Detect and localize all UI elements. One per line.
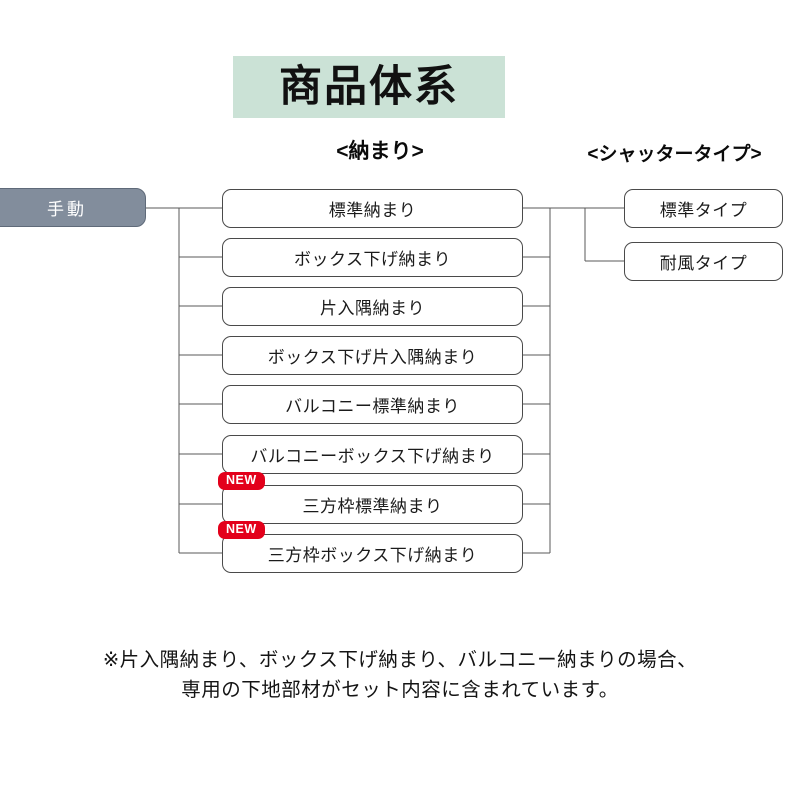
node-osamari-label: バルコニー標準納まり [285, 397, 460, 416]
node-shutter-1[interactable]: 標準タイプ [624, 189, 783, 228]
node-osamari-5[interactable]: バルコニー標準納まり [222, 385, 523, 424]
page-title: 商品体系 [279, 62, 459, 111]
node-osamari-4[interactable]: ボックス下げ片入隅納まり [222, 336, 523, 375]
node-osamari-8[interactable]: 三方枠ボックス下げ納まり [222, 534, 523, 573]
node-osamari-label: ボックス下げ片入隅納まり [267, 348, 478, 367]
node-root-manual[interactable]: 手動 [0, 188, 146, 227]
node-osamari-label: ボックス下げ納まり [294, 250, 451, 269]
footnote: ※片入隅納まり、ボックス下げ納まり、バルコニー納まりの場合、 専用の下地部材がセ… [0, 645, 800, 705]
node-osamari-label: 三方枠ボックス下げ納まり [267, 546, 478, 565]
footnote-line-1: ※片入隅納まり、ボックス下げ納まり、バルコニー納まりの場合、 [102, 649, 698, 671]
node-osamari-2[interactable]: ボックス下げ納まり [222, 238, 523, 277]
column-header-shutter: <シャッタータイプ> [587, 144, 762, 165]
node-osamari-1[interactable]: 標準納まり [222, 189, 523, 228]
node-osamari-3[interactable]: 片入隅納まり [222, 287, 523, 326]
node-osamari-label: 標準納まり [328, 201, 417, 220]
node-shutter-2[interactable]: 耐風タイプ [624, 242, 783, 281]
node-osamari-6[interactable]: バルコニーボックス下げ納まり [222, 435, 523, 474]
node-osamari-label: バルコニーボックス下げ納まり [250, 447, 495, 466]
new-badge: NEW [218, 472, 265, 491]
node-osamari-7[interactable]: 三方枠標準納まり [222, 485, 523, 524]
node-osamari-label: 片入隅納まり [320, 299, 425, 318]
node-root-label: 手動 [47, 200, 87, 219]
node-shutter-label: 耐風タイプ [659, 254, 748, 273]
new-badge: NEW [218, 521, 265, 540]
title-banner: 商品体系 [233, 56, 505, 118]
node-osamari-label: 三方枠標準納まり [302, 497, 443, 516]
footnote-line-2: 専用の下地部材がセット内容に含まれています。 [181, 679, 619, 702]
column-header-osamari: <納まり> [336, 140, 424, 163]
node-shutter-label: 標準タイプ [659, 201, 748, 220]
